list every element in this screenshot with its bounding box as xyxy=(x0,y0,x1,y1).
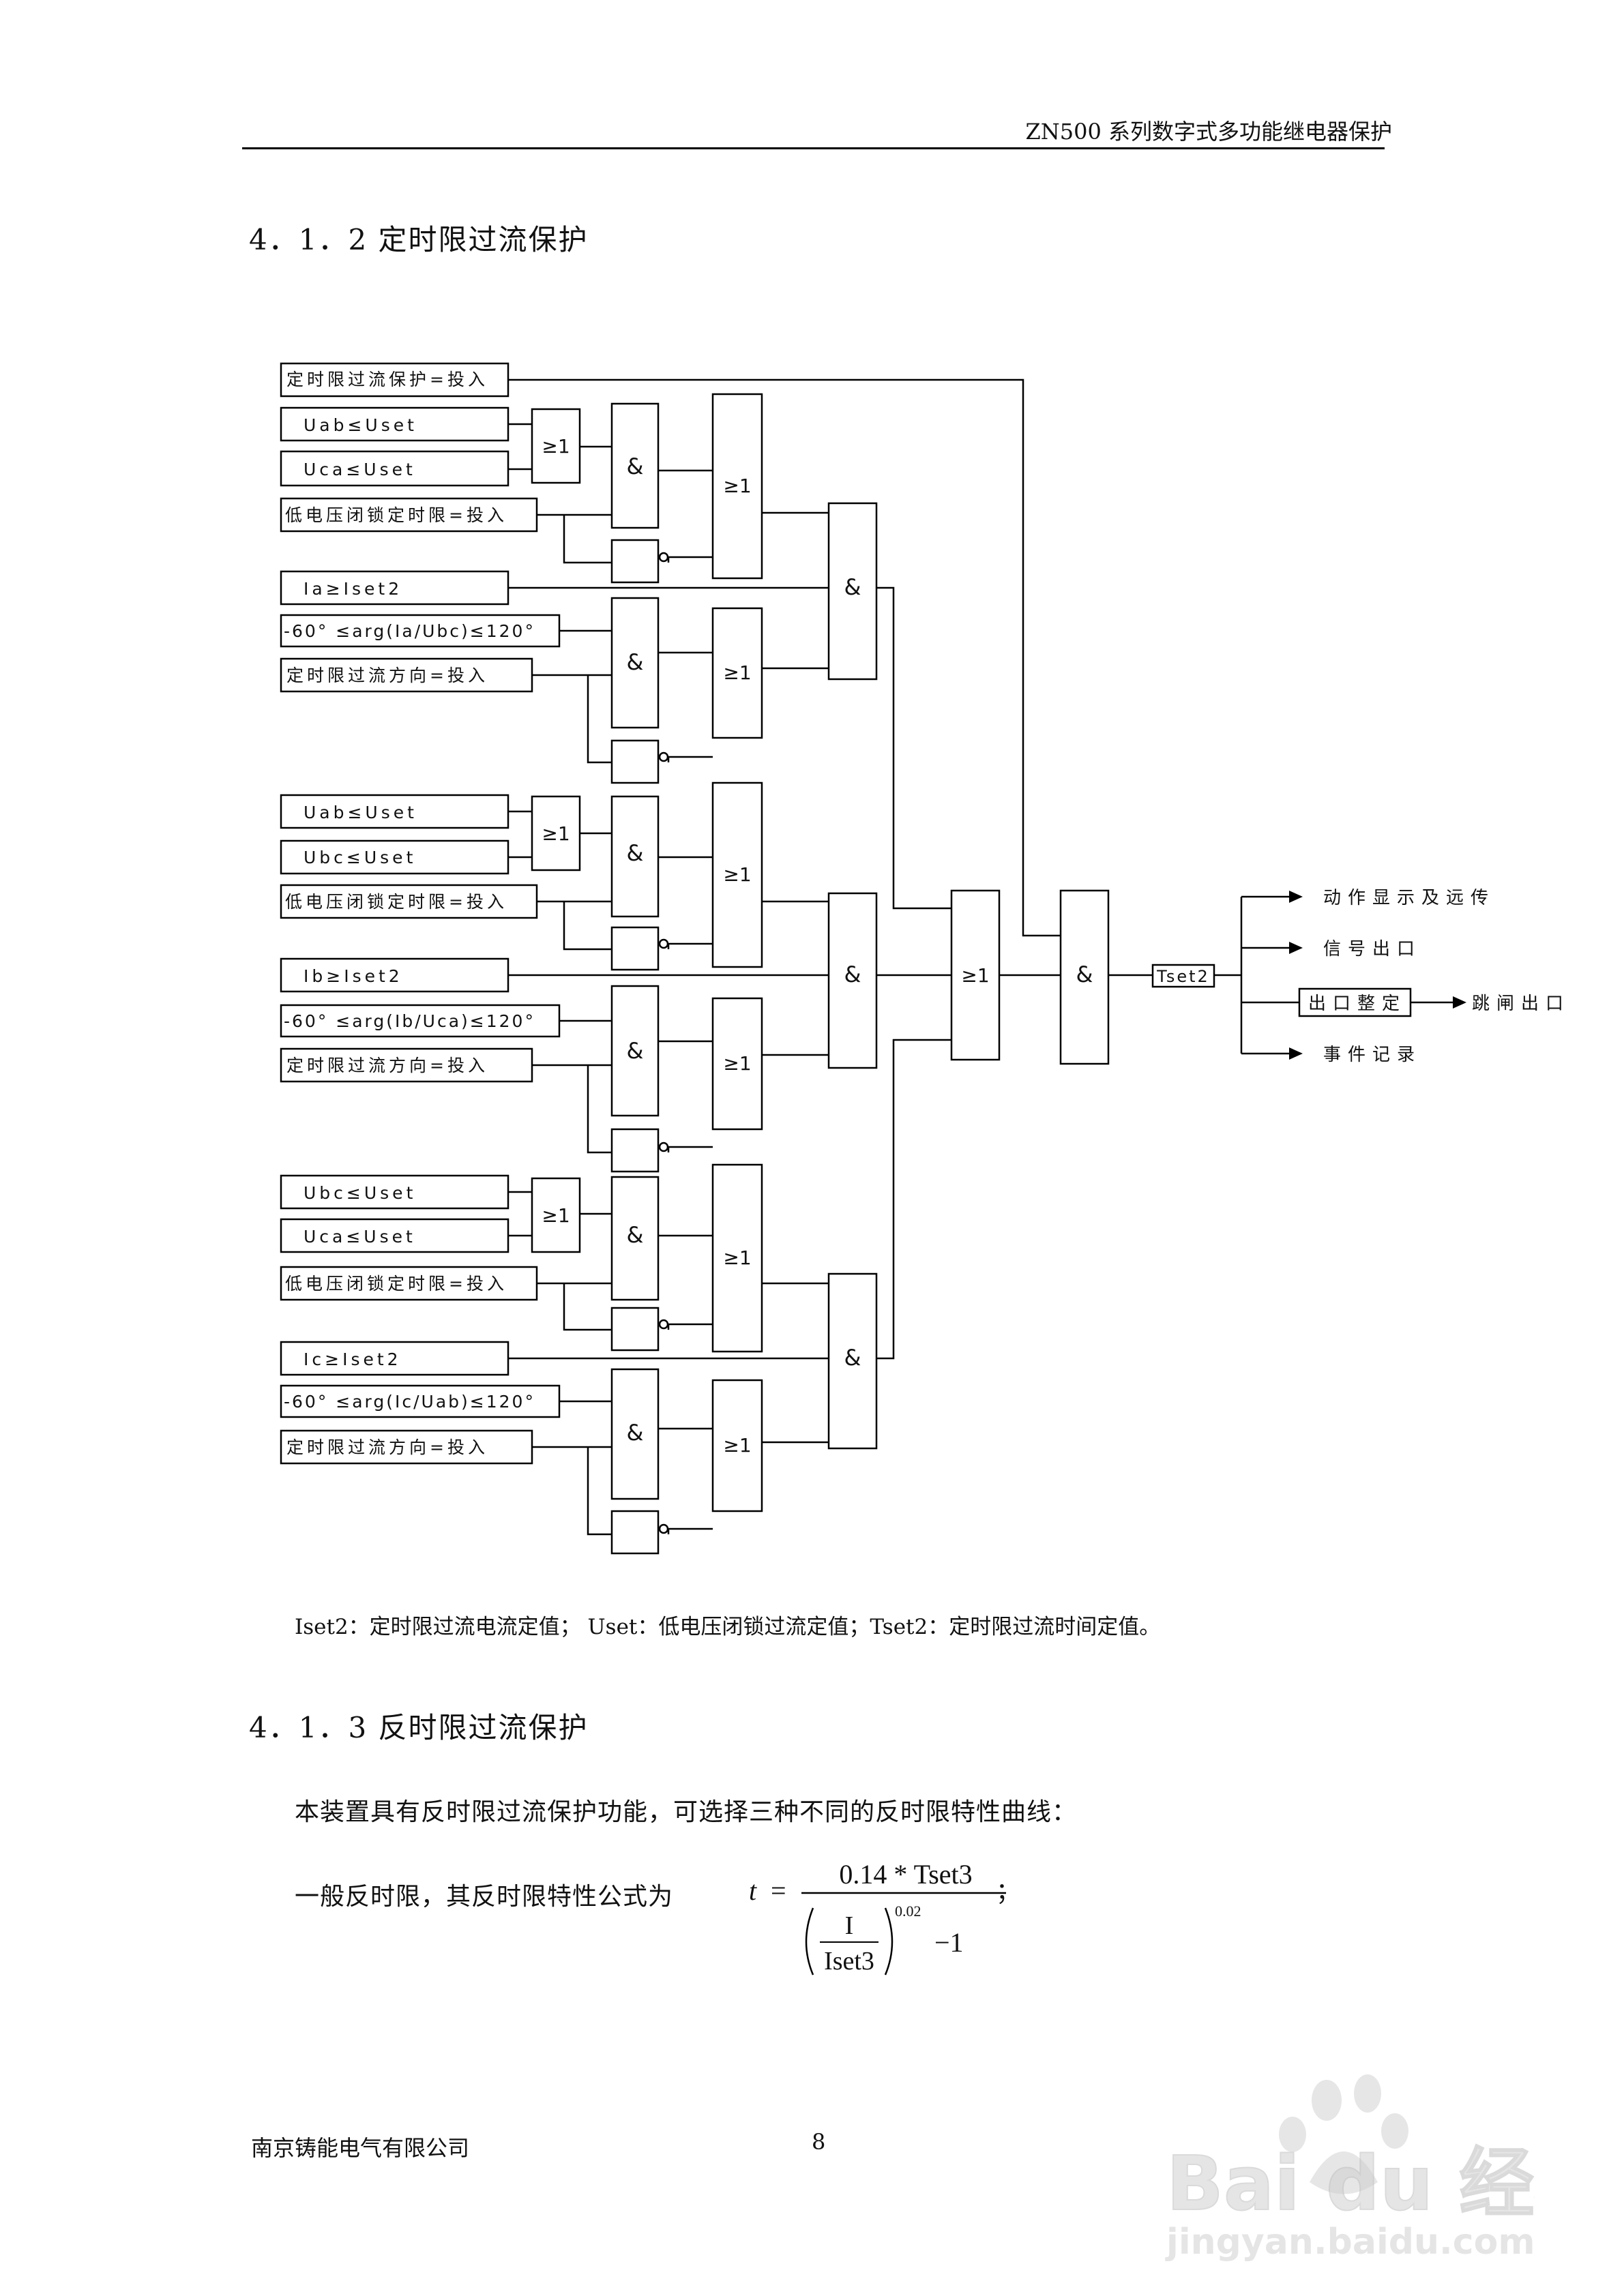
c-volt1-label: Ubc≤Uset xyxy=(304,1183,416,1203)
b-angle-label: -60° ≤arg(Ib/Uca)≤120° xyxy=(284,1011,535,1031)
gate-and-label: & xyxy=(627,649,644,675)
diagram-legend: Iset2：定时限过流电流定值； Uset：低电压闭锁过流定值；Tset2：定时… xyxy=(295,1615,1161,1639)
c-lvlock-label: 低电压闭锁定时限=投入 xyxy=(285,1274,507,1294)
formula-exponent: 0.02 xyxy=(895,1903,921,1920)
gate-or-label: ≥1 xyxy=(961,964,989,987)
enable-label: 定时限过流保护=投入 xyxy=(286,370,488,389)
gate-and-label: & xyxy=(627,1420,644,1446)
a-volt2-label: Uca≤Uset xyxy=(304,460,416,479)
gate-and-label: & xyxy=(627,453,644,479)
c-volt2-label: Uca≤Uset xyxy=(304,1227,416,1247)
formula-numerator: 0.14 * Tset3 xyxy=(839,1859,972,1890)
b-lvlock-label: 低电压闭锁定时限=投入 xyxy=(285,892,507,912)
formula-trail: ； xyxy=(996,1878,1020,1905)
c-angle-label: -60° ≤arg(Ic/Uab)≤120° xyxy=(284,1392,535,1412)
paw-icon xyxy=(1279,2074,1408,2194)
b-current-label: Ib≥Iset2 xyxy=(304,966,403,986)
output-action-display: 动作显示及远传 xyxy=(1323,888,1495,908)
inverse-time-formula: t = 0.14 * Tset3 I Iset3 0.02 −1 ； xyxy=(749,1859,1020,1976)
gate-or-label: ≥1 xyxy=(723,863,751,886)
left-paren xyxy=(805,1907,814,1976)
gate-and-label: & xyxy=(844,1345,861,1371)
gate-or-label: ≥1 xyxy=(542,822,570,845)
gate-or-label: ≥1 xyxy=(723,1434,751,1457)
svg-text:Bai du 经验: Bai du 经验 xyxy=(1166,2140,1535,2227)
gate-or-label: ≥1 xyxy=(723,1052,751,1075)
a-volt1-label: Uab≤Uset xyxy=(304,415,417,435)
b-volt2-label: Ubc≤Uset xyxy=(304,848,416,867)
b-direction-label: 定时限过流方向=投入 xyxy=(286,1056,488,1075)
gate-or-label: ≥1 xyxy=(723,475,751,497)
gate-or-label: ≥1 xyxy=(723,1247,751,1269)
section-heading-413: 4．1．3 反时限过流保护 xyxy=(249,1711,589,1744)
a-direction-label: 定时限过流方向=投入 xyxy=(286,666,488,685)
fraction-denominator: Iset3 xyxy=(824,1947,874,1976)
output-trip: 跳闸出口 xyxy=(1472,994,1570,1014)
header-rule xyxy=(242,147,1385,149)
section-heading-412: 4．1．2 定时限过流保护 xyxy=(249,223,589,256)
output-event-record: 事件记录 xyxy=(1323,1045,1421,1065)
gate-and-label: & xyxy=(1076,961,1093,987)
baidu-watermark: Bai du 经验 jingyan.baidu.com xyxy=(1165,2074,1535,2263)
logic-diagram: 定时限过流保护=投入 Uab≤Uset Uca≤Uset 低电压闭锁定时限=投入… xyxy=(280,362,1570,1555)
formula-lhs: t xyxy=(749,1875,757,1906)
formula-lead: 一般反时限，其反时限特性公式为 xyxy=(295,1883,674,1911)
b-volt1-label: Uab≤Uset xyxy=(304,803,417,822)
output-exit-setting: 出口整定 xyxy=(1308,994,1406,1014)
header-title: ZN500 系列数字式多功能继电器保护 xyxy=(1025,119,1393,145)
a-angle-label: -60° ≤arg(Ia/Ubc)≤120° xyxy=(284,621,535,641)
formula-minus-one: −1 xyxy=(934,1927,964,1958)
intro-paragraph: 本装置具有反时限过流保护功能，可选择三种不同的反时限特性曲线： xyxy=(295,1798,1078,1826)
arrowheads xyxy=(1289,891,1466,1060)
svg-text:jingyan.baidu.com: jingyan.baidu.com xyxy=(1165,2222,1535,2263)
timer-label: Tset2 xyxy=(1156,967,1210,986)
c-current-label: Ic≥Iset2 xyxy=(304,1350,402,1369)
gate-and-label: & xyxy=(844,574,861,600)
inversion-bubbles xyxy=(658,552,669,1534)
output-signal: 信号出口 xyxy=(1323,939,1421,959)
gate-and-label: & xyxy=(844,961,861,987)
gate-or-label: ≥1 xyxy=(723,661,751,684)
gate-and-label: & xyxy=(627,840,644,866)
fraction-numerator: I xyxy=(845,1911,854,1940)
a-current-label: Ia≥Iset2 xyxy=(304,579,402,599)
gate-and-label: & xyxy=(627,1222,644,1248)
right-paren xyxy=(884,1907,894,1976)
a-lvlock-label: 低电压闭锁定时限=投入 xyxy=(285,505,507,525)
gate-or-label: ≥1 xyxy=(542,1204,570,1227)
page-number: 8 xyxy=(812,2129,826,2155)
gate-or-label: ≥1 xyxy=(542,435,570,458)
footer-company: 南京铸能电气有限公司 xyxy=(251,2135,470,2161)
logic-gates xyxy=(531,393,1412,1555)
input-boxes xyxy=(280,362,561,1465)
formula-eq: = xyxy=(771,1875,786,1906)
c-direction-label: 定时限过流方向=投入 xyxy=(286,1437,488,1457)
gate-and-label: & xyxy=(627,1038,644,1064)
